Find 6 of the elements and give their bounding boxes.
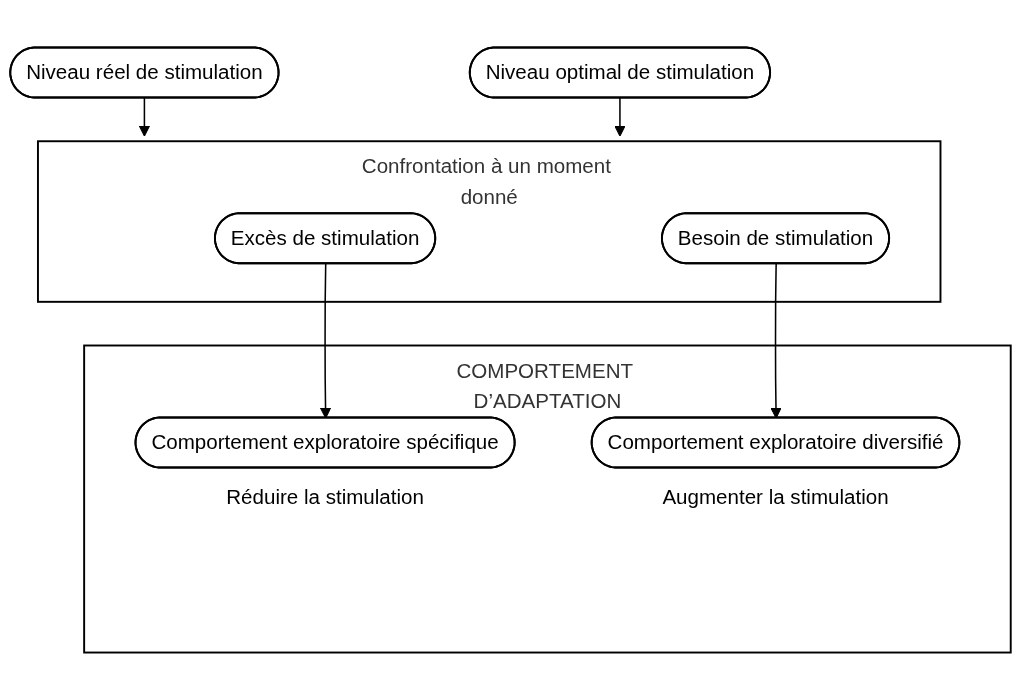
arrow [138,96,151,137]
node-label: Réduire la stimulation [226,485,424,508]
node-label: Augmenter la stimulation [662,485,889,508]
arrow [770,263,782,419]
arrow [614,96,626,137]
arrow [319,263,332,419]
